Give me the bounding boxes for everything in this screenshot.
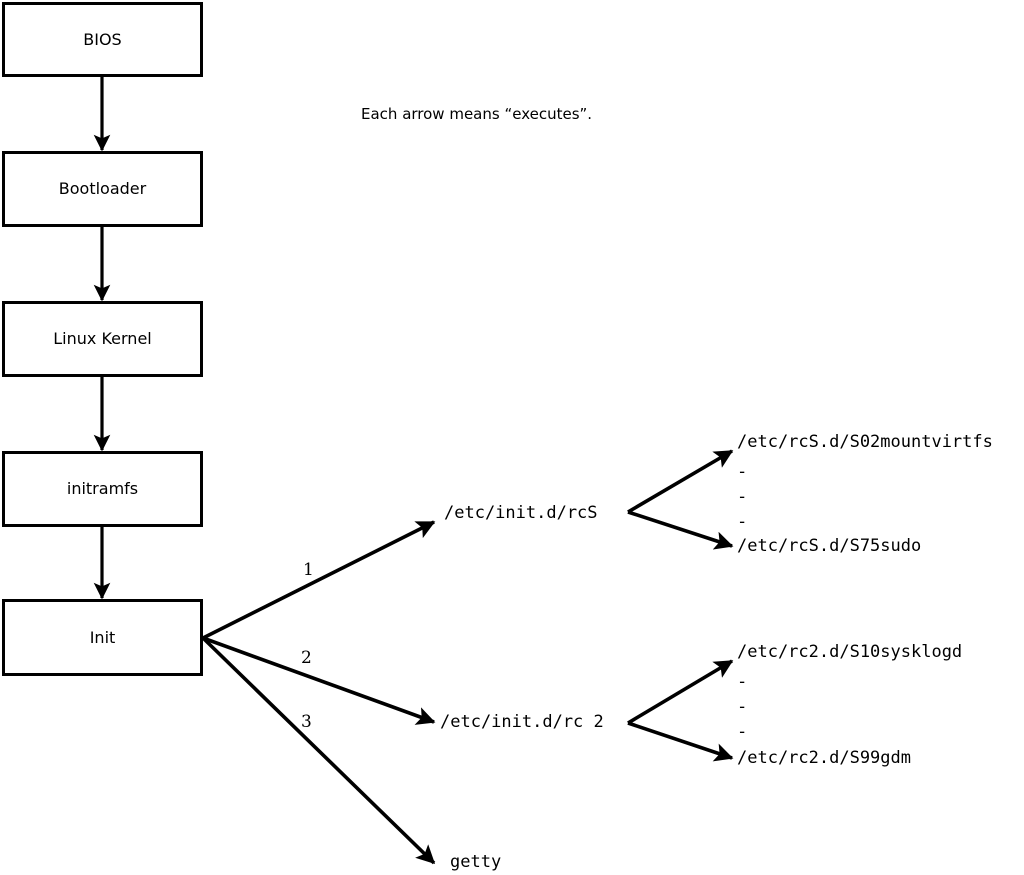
node-linux-kernel-label: Linux Kernel xyxy=(53,329,152,348)
arrow-rc2-to-first-script xyxy=(627,659,734,725)
node-rcs-first-script[interactable]: /etc/rcS.d/S02mountvirtfs xyxy=(737,432,993,452)
edge-number-2: 2 xyxy=(301,648,312,668)
rc2-ellipsis-dash-3: - xyxy=(737,722,748,742)
node-initramfs[interactable]: initramfs xyxy=(2,451,203,527)
node-init[interactable]: Init xyxy=(2,599,203,676)
rc2-ellipsis-dash-1: - xyxy=(737,672,748,692)
arrow-rcs-to-first-script xyxy=(627,449,734,514)
node-rc2-first-script[interactable]: /etc/rc2.d/S10sysklogd xyxy=(737,642,963,662)
rcs-ellipsis-dash-3: - xyxy=(737,512,748,532)
node-bios[interactable]: BIOS xyxy=(2,2,203,77)
node-getty[interactable]: getty xyxy=(450,852,502,872)
arrow-rcs-to-last-script xyxy=(627,510,734,550)
arrow-init-to-rc2 xyxy=(202,636,436,725)
arrow-init-to-getty xyxy=(201,636,436,865)
node-rcs-last-script[interactable]: /etc/rcS.d/S75sudo xyxy=(737,536,922,556)
node-rc2-script[interactable]: /etc/init.d/rc 2 xyxy=(440,712,604,732)
arrow-init-to-rcs xyxy=(202,520,436,640)
rcs-ellipsis-dash-1: - xyxy=(737,462,748,482)
arrow-rc2-to-last-script xyxy=(627,721,734,762)
node-bootloader-label: Bootloader xyxy=(58,179,147,198)
node-rc2-last-script[interactable]: /etc/rc2.d/S99gdm xyxy=(737,748,911,768)
node-init-label: Init xyxy=(89,627,116,647)
edge-number-3: 3 xyxy=(301,712,312,732)
node-rcs-script[interactable]: /etc/init.d/rcS xyxy=(444,503,598,523)
node-bios-label: BIOS xyxy=(83,29,122,49)
rc2-ellipsis-dash-2: - xyxy=(737,697,748,717)
node-bootloader[interactable]: Bootloader xyxy=(2,151,203,227)
node-initramfs-label: initramfs xyxy=(66,479,139,498)
node-linux-kernel[interactable]: Linux Kernel xyxy=(2,301,203,377)
rcs-ellipsis-dash-2: - xyxy=(737,487,748,507)
edge-number-1: 1 xyxy=(303,560,314,580)
diagram-caption: Each arrow means “executes”. xyxy=(361,105,593,123)
